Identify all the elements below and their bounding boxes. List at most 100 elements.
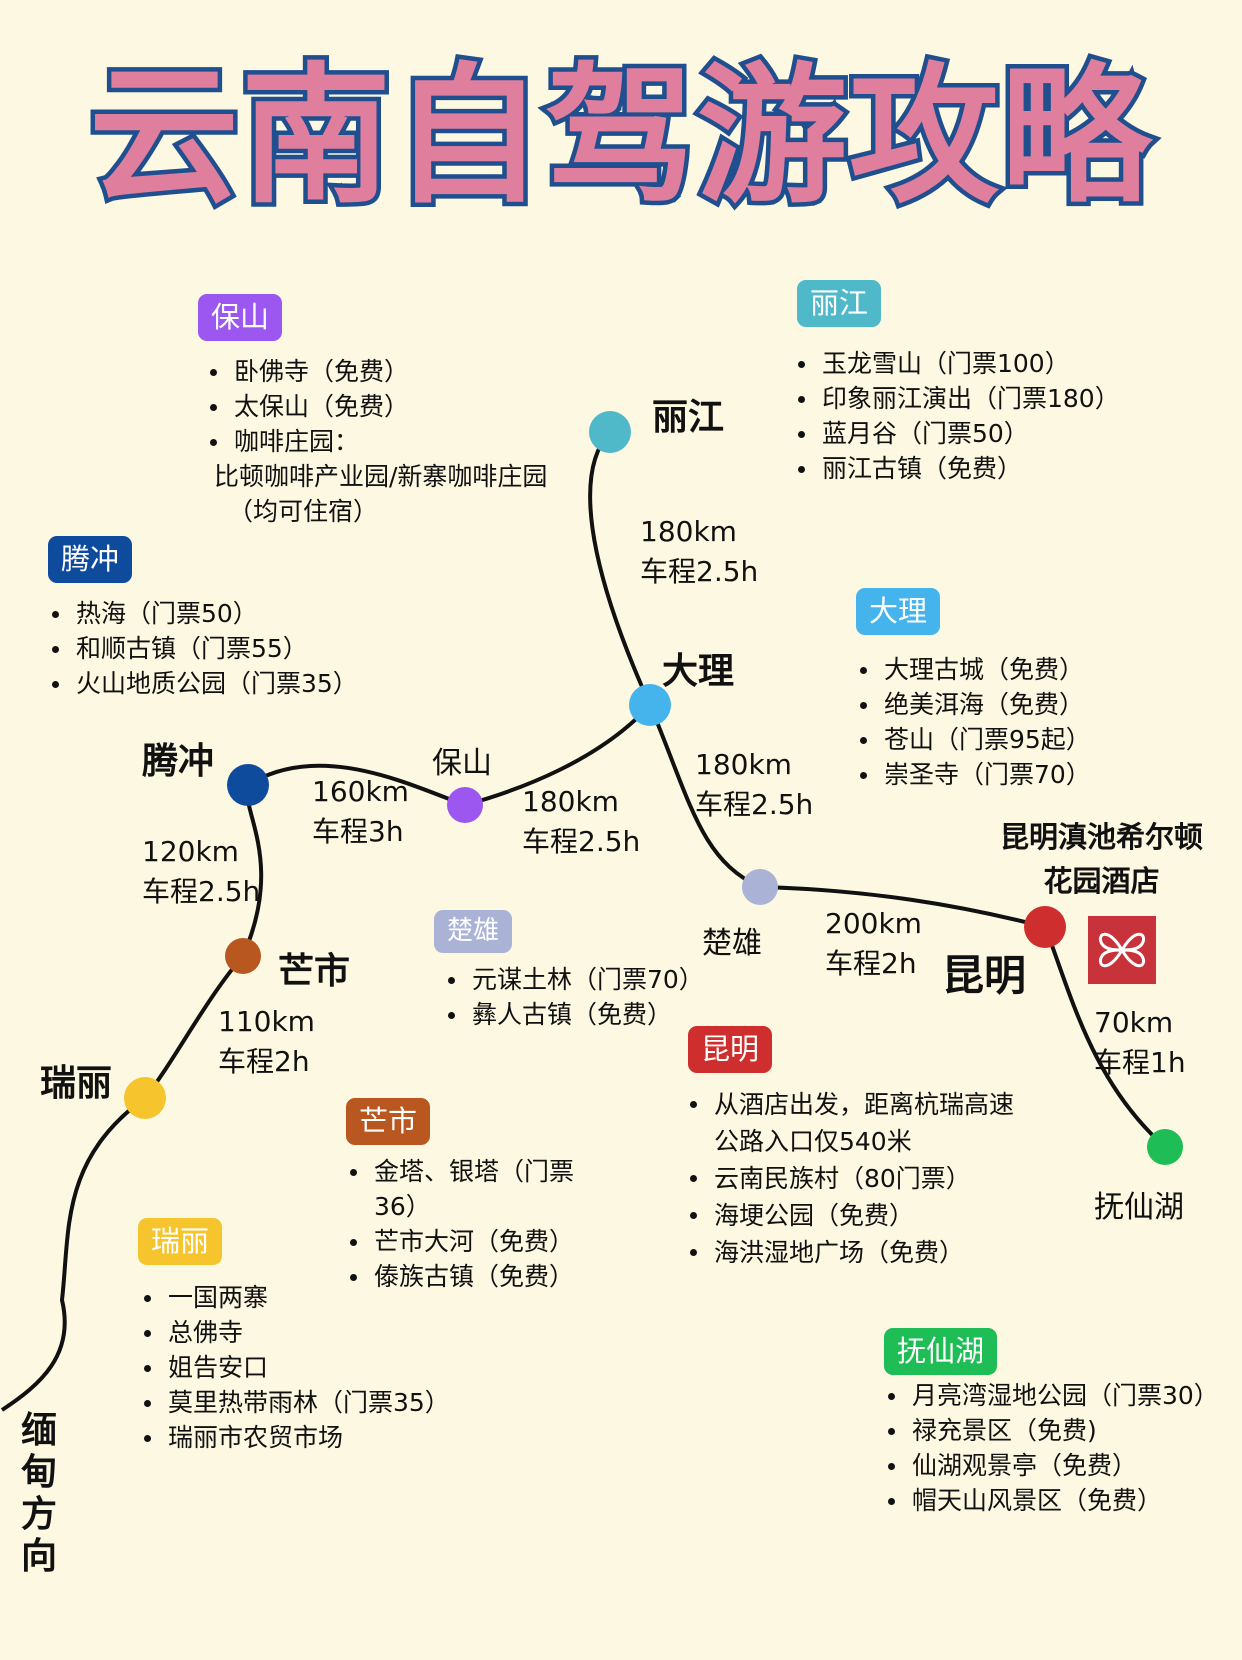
list-item-continuation: 比顿咖啡产业园/新寨咖啡庄园 xyxy=(214,462,548,491)
distance-text: 120km xyxy=(142,835,239,868)
panel-list-kunming: 从酒店出发，距离杭瑞高速 公路入口仅540米 云南民族村（80门票） 海埂公园（… xyxy=(686,1086,1014,1271)
node-lijiang[interactable] xyxy=(589,411,631,453)
list-item: 印象丽江演出（门票180） xyxy=(794,381,1120,416)
list-item: 元谋土林（门票70） xyxy=(444,962,704,997)
hotel-name-line1: 昆明滇池希尔顿 xyxy=(1000,820,1204,854)
list-item: 总佛寺 xyxy=(140,1315,450,1350)
route-label-baoshan-tengchong: 160km 车程3h xyxy=(312,772,409,852)
time-text: 车程2.5h xyxy=(522,825,641,858)
list-item: 傣族古镇（免费） xyxy=(346,1259,574,1294)
route-label-kunming-fuxianhu: 70km 车程1h xyxy=(1094,1003,1186,1083)
time-text: 车程2.5h xyxy=(695,788,814,821)
city-label-fuxianhu: 抚仙湖 xyxy=(1094,1190,1184,1225)
list-item: 禄充景区（免费) xyxy=(884,1413,1219,1448)
city-label-tengchong: 腾冲 xyxy=(142,741,215,782)
list-item: 一国两寨 xyxy=(140,1280,450,1315)
list-item-continuation: 公路入口仅540米 xyxy=(714,1127,912,1156)
panel-tag-fuxianhu: 抚仙湖 xyxy=(884,1328,998,1376)
route-label-lijiang-dali: 180km 车程2.5h xyxy=(640,512,758,592)
list-item: 金塔、银塔（门票 xyxy=(346,1154,574,1189)
city-label-lijiang: 丽江 xyxy=(652,397,725,438)
list-item: 仙湖观景亭（免费） xyxy=(884,1448,1219,1483)
node-dali[interactable] xyxy=(629,684,671,726)
time-text: 车程2.5h xyxy=(640,555,759,588)
hotel-name: 昆明滇池希尔顿 花园酒店 xyxy=(1000,815,1203,903)
panel-tag-baoshan: 保山 xyxy=(198,294,283,342)
route-label-chuxiong-kunming: 200km 车程2h xyxy=(825,904,922,984)
node-tengchong[interactable] xyxy=(227,764,269,806)
time-text: 车程3h xyxy=(312,815,404,848)
direction-char: 缅 xyxy=(20,1410,57,1451)
list-item: 月亮湾湿地公园（门票30） xyxy=(884,1378,1219,1413)
distance-text: 110km xyxy=(218,1005,315,1038)
list-item: 苍山（门票95起） xyxy=(856,722,1091,757)
city-label-chuxiong: 楚雄 xyxy=(702,926,762,961)
panel-tag-lijiang: 丽江 xyxy=(797,280,882,328)
route-label-dali-baoshan: 180km 车程2.5h xyxy=(522,782,640,862)
panel-tag-chuxiong: 楚雄 xyxy=(434,910,513,954)
node-baoshan[interactable] xyxy=(447,787,483,823)
list-item: 芒市大河（免费） xyxy=(346,1224,574,1259)
distance-text: 160km xyxy=(312,775,409,808)
panel-tag-mangshi: 芒市 xyxy=(346,1098,431,1146)
city-label-ruili: 瑞丽 xyxy=(40,1063,113,1104)
time-text: 车程1h xyxy=(1094,1046,1186,1079)
list-item: 玉龙雪山（门票100） xyxy=(794,346,1120,381)
list-item: 彝人古镇（免费） xyxy=(444,997,704,1032)
list-item: 火山地质公园（门票35） xyxy=(48,666,358,701)
route-label-mangshi-ruili: 110km 车程2h xyxy=(218,1002,315,1082)
list-item: 崇圣寺（门票70） xyxy=(856,757,1091,792)
list-item: 姐告安口 xyxy=(140,1350,450,1385)
node-kunming[interactable] xyxy=(1024,906,1066,948)
distance-text: 180km xyxy=(640,515,737,548)
hilton-garden-inn-logo xyxy=(1088,916,1156,984)
panel-tag-dali: 大理 xyxy=(856,588,941,636)
city-label-mangshi: 芒市 xyxy=(278,951,351,992)
node-fuxianhu[interactable] xyxy=(1147,1129,1183,1165)
list-item: 云南民族村（80门票） xyxy=(686,1160,1014,1197)
list-item: 丽江古镇（免费） xyxy=(794,451,1120,486)
list-item: 蓝月谷（门票50） xyxy=(794,416,1120,451)
distance-text: 70km xyxy=(1094,1006,1174,1039)
list-item: 绝美洱海（免费） xyxy=(856,687,1091,722)
panel-list-dali: 大理古城（免费） 绝美洱海（免费） 苍山（门票95起） 崇圣寺（门票70） xyxy=(856,652,1091,792)
panel-list-ruili: 一国两寨 总佛寺 姐告安口 莫里热带雨林（门票35） 瑞丽市农贸市场 xyxy=(140,1280,450,1455)
list-item: 从酒店出发，距离杭瑞高速 xyxy=(686,1086,1014,1123)
direction-char: 方 xyxy=(20,1494,57,1535)
city-label-dali: 大理 xyxy=(662,651,735,692)
distance-text: 200km xyxy=(825,907,922,940)
panel-extra-baoshan: 比顿咖啡产业园/新寨咖啡庄园 （均可住宿） xyxy=(214,459,547,529)
list-item: 和顺古镇（门票55） xyxy=(48,631,358,666)
node-chuxiong[interactable] xyxy=(742,869,778,905)
panel-list-chuxiong: 元谋土林（门票70） 彝人古镇（免费） xyxy=(444,962,704,1032)
time-text: 车程2.5h xyxy=(142,875,261,908)
list-item: 帽天山风景区（免费） xyxy=(884,1483,1219,1518)
direction-char: 甸 xyxy=(20,1452,57,1493)
panel-tag-kunming: 昆明 xyxy=(688,1026,773,1074)
list-item: 卧佛寺（免费） xyxy=(206,354,409,389)
hotel-name-line2: 花园酒店 xyxy=(1043,864,1160,898)
time-text: 车程2h xyxy=(218,1045,310,1078)
panel-tag-ruili: 瑞丽 xyxy=(138,1218,223,1266)
route-label-tengchong-mangshi: 120km 车程2.5h xyxy=(142,832,260,912)
myanmar-direction-label: 缅 甸 方 向 xyxy=(20,1410,58,1578)
list-item: 莫里热带雨林（门票35） xyxy=(140,1385,450,1420)
list-item: 咖啡庄园： xyxy=(206,424,409,459)
list-item: 瑞丽市农贸市场 xyxy=(140,1420,450,1455)
node-mangshi[interactable] xyxy=(225,938,261,974)
list-item: 热海（门票50） xyxy=(48,596,358,631)
distance-text: 180km xyxy=(695,748,792,781)
panel-list-mangshi: 金塔、银塔（门票 36） 芒市大河（免费） 傣族古镇（免费） xyxy=(346,1154,574,1294)
list-item: 大理古城（免费） xyxy=(856,652,1091,687)
list-item: 太保山（免费） xyxy=(206,389,409,424)
city-label-kunming: 昆明 xyxy=(942,951,1027,1000)
panel-list-lijiang: 玉龙雪山（门票100） 印象丽江演出（门票180） 蓝月谷（门票50） 丽江古镇… xyxy=(794,346,1120,486)
direction-char: 向 xyxy=(20,1536,57,1577)
list-item-continuation: 36） xyxy=(374,1192,431,1221)
route-label-dali-chuxiong: 180km 车程2.5h xyxy=(695,745,813,825)
node-ruili[interactable] xyxy=(124,1077,166,1119)
city-label-baoshan: 保山 xyxy=(432,746,492,781)
list-item-continuation: （均可住宿） xyxy=(228,497,379,526)
